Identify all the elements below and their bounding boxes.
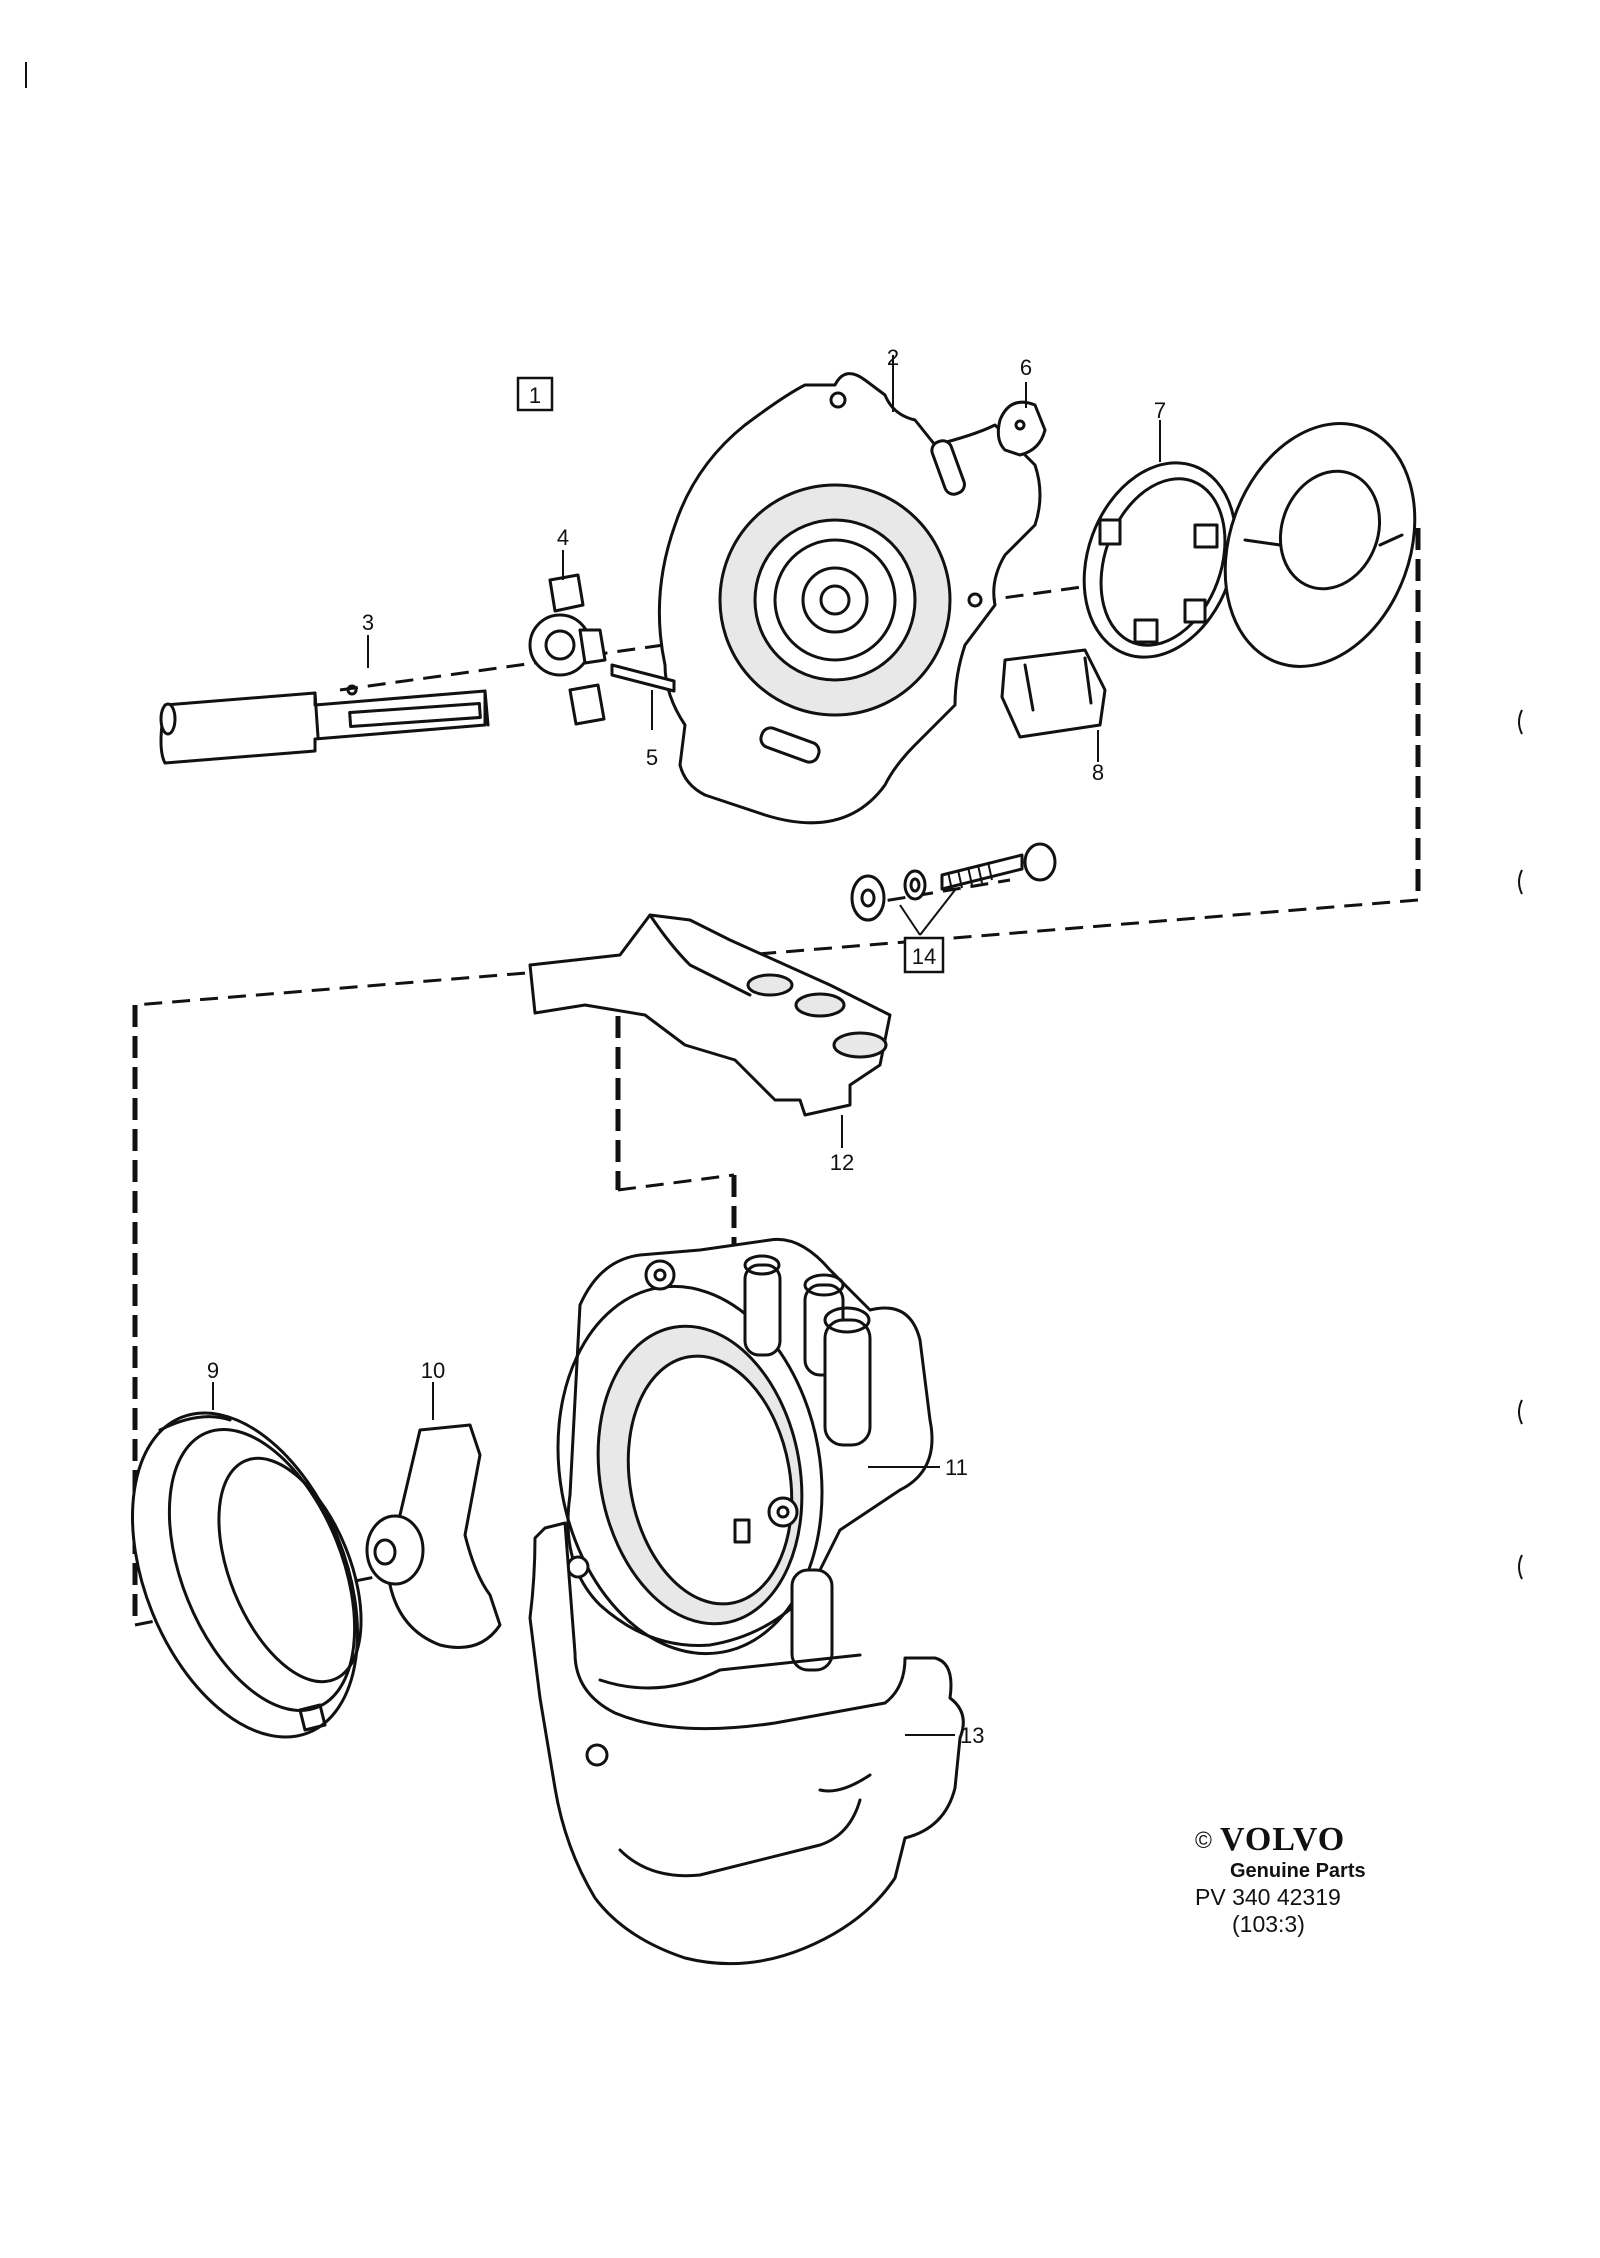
part-1-callout: 1: [516, 376, 554, 412]
part-7-ring: 7: [1082, 398, 1238, 659]
part-14-screw-set: 14: [850, 842, 1057, 974]
brand-tagline: Genuine Parts: [1230, 1860, 1366, 1882]
part-8-connector: 8: [1000, 648, 1107, 785]
copyright-symbol: ©: [1195, 1827, 1212, 1853]
callout-3-label: 3: [362, 610, 374, 635]
callout-2-label: 2: [887, 345, 899, 370]
cap-disc: [1223, 422, 1417, 668]
part-11-body: 11: [556, 1237, 968, 1672]
callout-8-label: 8: [1092, 760, 1104, 785]
callout-11-label: 11: [945, 1455, 968, 1480]
part-6-contact: 6: [996, 355, 1047, 457]
part-2-breaker-plate: 2: [657, 345, 1042, 825]
volvo-brand-block: © VOLVO Genuine Parts PV 340 42319 (103:…: [1195, 1821, 1366, 1937]
callout-14-label: 14: [912, 944, 936, 969]
part-12-bracket: 12: [528, 913, 892, 1175]
part-10-cam: 10: [365, 1358, 502, 1649]
callout-4-label: 4: [557, 525, 569, 550]
callout-1-label: 1: [529, 383, 541, 408]
part-3-shaft: 3: [159, 610, 490, 765]
part-13-cover: 13: [528, 1521, 984, 1966]
callout-5-label: 5: [646, 745, 658, 770]
callout-7-label: 7: [1154, 398, 1166, 423]
scan-marks: [25, 62, 1523, 1580]
callout-10-label: 10: [421, 1358, 445, 1383]
pv-number: PV 340 42319: [1195, 1884, 1341, 1910]
callout-6-label: 6: [1020, 355, 1032, 380]
part-9-cup: 9: [131, 1358, 363, 1739]
callout-13-label: 13: [960, 1723, 984, 1748]
callout-9-label: 9: [207, 1358, 219, 1383]
part-5-pin: 5: [610, 663, 676, 770]
brand-logo: VOLVO: [1220, 1821, 1345, 1858]
part-4-weight: 4: [528, 525, 607, 726]
section-ref: (103:3): [1232, 1911, 1305, 1937]
callout-12-label: 12: [830, 1150, 854, 1175]
